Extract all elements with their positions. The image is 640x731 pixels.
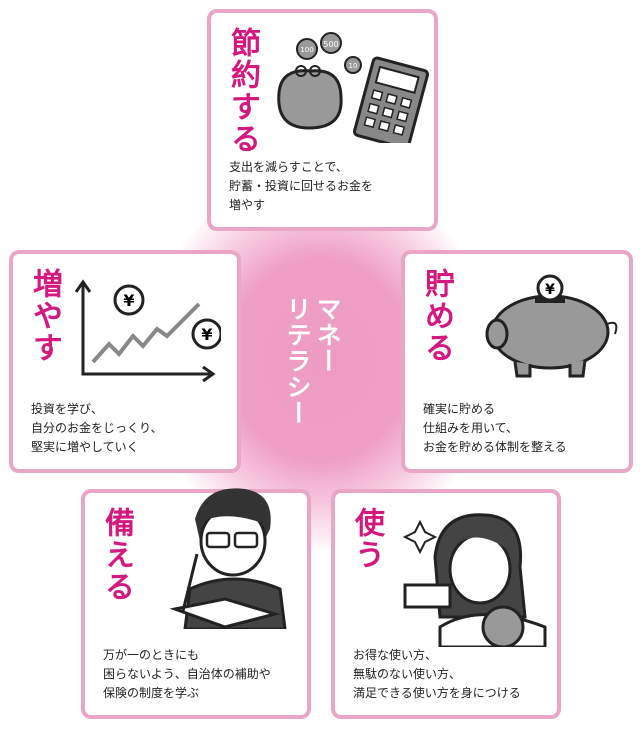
card-title: 節約する xyxy=(225,27,260,155)
desc-line: 無駄のない使い方、 xyxy=(353,667,462,681)
desc-line: 自分のお金をじっくり、 xyxy=(31,421,163,435)
desc-line: 万が一のときにも xyxy=(103,648,200,662)
card-description: 万が一のときにも 困らないよう、自治体の補助や 保険の制度を学ぶ xyxy=(103,646,271,703)
desc-line: 貯蓄・投資に回せるお金を xyxy=(229,179,374,193)
yen-icon: ¥ xyxy=(123,291,134,310)
card-store: 貯める ¥ 確実に貯める 仕組みを用いて、 お金を貯める体制を整える xyxy=(401,250,633,473)
card-use: 使う お得な使い方、 無駄のない使い方、 満足できる使い方を身につける xyxy=(331,489,561,719)
desc-line: 支出を減らすことで、 xyxy=(229,160,348,174)
card-prepare: 備える 万が一のときにも 困らないよう、自治体の補助や 保険の制度を学ぶ xyxy=(81,488,311,719)
piggy-bank-icon: ¥ xyxy=(485,274,618,378)
card-description: お得な使い方、 無駄のない使い方、 満足できる使い方を身につける xyxy=(353,646,521,703)
desc-line: お金を貯める体制を整える xyxy=(423,440,567,454)
card-title: 貯める xyxy=(419,268,454,364)
desc-line: 増やす xyxy=(229,198,266,212)
card-title: 増やす xyxy=(27,268,62,364)
card-save: 節約する 500 100 10 支出を減らすことで、 貯蓄・投資に回せるお金を … xyxy=(207,9,438,231)
center-title: マネー リテラシー xyxy=(282,296,342,426)
rising-chart-icon: ¥ ¥ xyxy=(74,279,221,383)
coin-label: 100 xyxy=(300,46,313,54)
card-title: 使う xyxy=(349,507,384,571)
desc-line: 投資を学び、 xyxy=(31,402,104,416)
card-title: 備える xyxy=(99,507,134,603)
yen-icon: ¥ xyxy=(201,325,212,344)
card-grow: 増やす ¥ ¥ 投資を学び、 自分のお金をじっくり、 堅実に増やしていく xyxy=(9,250,241,473)
card-description: 投資を学び、 自分のお金をじっくり、 堅実に増やしていく xyxy=(31,400,163,457)
center-title-line2: リテラシー xyxy=(283,296,312,426)
desc-line: お得な使い方、 xyxy=(353,648,438,662)
desc-line: 仕組みを用いて、 xyxy=(423,421,519,435)
desc-line: 確実に貯める xyxy=(423,402,496,416)
coin-label: 10 xyxy=(349,62,358,70)
coin-label: 500 xyxy=(323,40,338,49)
yen-icon: ¥ xyxy=(545,282,555,298)
purse-calculator-icon: 500 100 10 xyxy=(277,32,429,143)
studying-man-icon xyxy=(169,488,287,629)
card-description: 確実に貯める 仕組みを用いて、 お金を貯める体制を整える xyxy=(423,400,567,457)
center-title-line1: マネー xyxy=(313,296,342,374)
desc-line: 堅実に増やしていく xyxy=(31,440,139,454)
shopping-woman-icon xyxy=(402,513,547,647)
desc-line: 困らないよう、自治体の補助や xyxy=(103,667,271,681)
desc-line: 満足できる使い方を身につける xyxy=(353,686,521,700)
card-description: 支出を減らすことで、 貯蓄・投資に回せるお金を 増やす xyxy=(229,158,373,215)
desc-line: 保険の制度を学ぶ xyxy=(103,686,200,700)
